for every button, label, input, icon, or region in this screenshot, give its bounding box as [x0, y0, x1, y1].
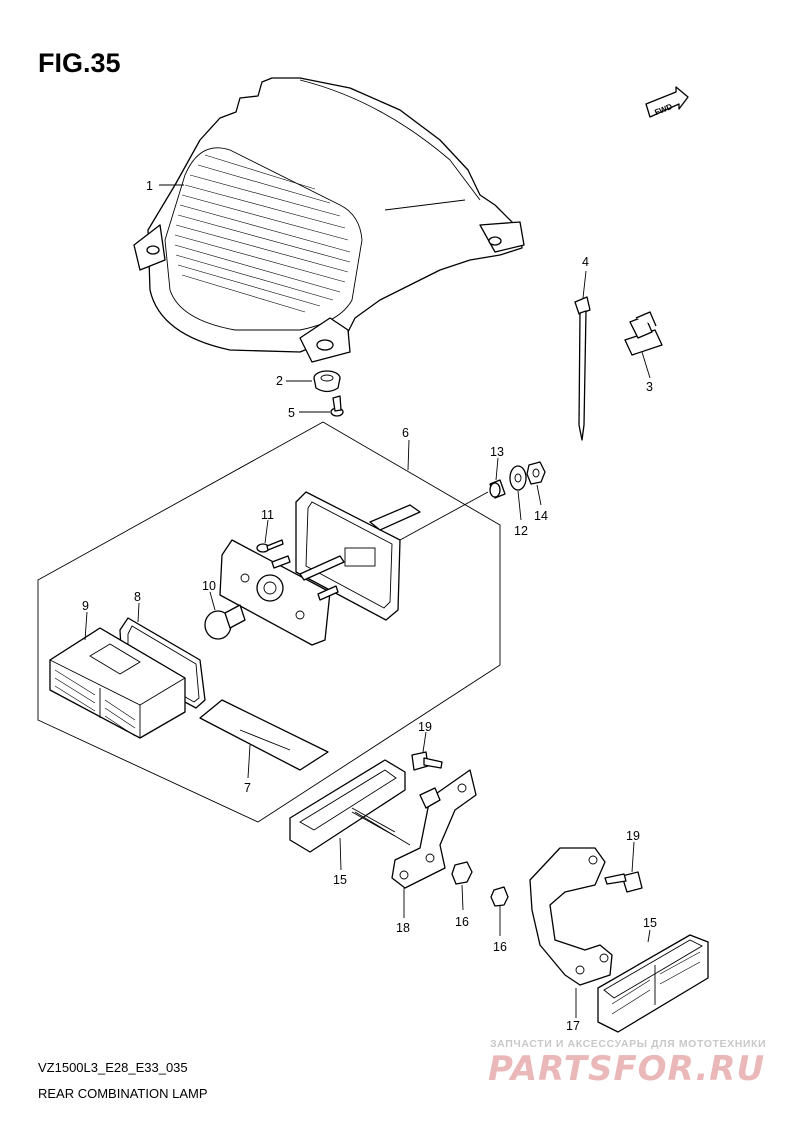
part-5-screw [330, 395, 344, 417]
license-lamp-lens [295, 491, 421, 621]
part-16-nut-lower [490, 886, 509, 907]
part-18-bracket [391, 769, 477, 889]
watermark-tagline: ЗАПЧАСТИ И АКСЕССУАРЫ ДЛЯ МОТОТЕХНИКИ [490, 1038, 767, 1050]
callout-2: 2 [276, 374, 283, 388]
reflector-right-pattern [611, 951, 701, 1015]
callout-17: 17 [566, 1019, 580, 1033]
callout-numbers: 1 2 3 4 5 6 7 8 9 10 11 12 13 14 15 15 1… [82, 179, 657, 1033]
part-3-clamp [624, 311, 663, 356]
callout-6: 6 [402, 426, 409, 440]
part-2-grommet [313, 370, 341, 393]
callout-15-right: 15 [643, 916, 657, 930]
callout-15-left: 15 [333, 873, 347, 887]
part-12-washer [509, 465, 527, 491]
part-11-screw [256, 539, 284, 553]
part-19-bolt-lower [604, 871, 643, 893]
callout-3: 3 [646, 380, 653, 394]
reflector-pattern [54, 669, 136, 737]
lamp-socket-holder [219, 539, 345, 646]
callout-14: 14 [534, 509, 548, 523]
part-17-bracket [529, 847, 613, 986]
part-14-nut [526, 461, 546, 485]
leader-lines [84, 184, 651, 1018]
callout-18: 18 [396, 921, 410, 935]
part-1-lamp-housing [133, 77, 525, 363]
callout-7: 7 [244, 781, 251, 795]
part-15-reflector-right [597, 934, 709, 1033]
callout-19-upper: 19 [418, 720, 432, 734]
part-6-assembly-frame [37, 421, 501, 823]
callout-9: 9 [82, 599, 89, 613]
callout-19-lower: 19 [626, 829, 640, 843]
part-10-bulb [204, 604, 246, 640]
part-19-bolt-upper [411, 751, 443, 771]
callout-4: 4 [582, 255, 589, 269]
callout-10: 10 [202, 579, 216, 593]
part-13-spacer [489, 479, 506, 499]
part-15-reflector-left [289, 759, 406, 853]
lens-ribs [174, 154, 351, 313]
part-9-reflector-lens [49, 627, 186, 739]
callout-13: 13 [490, 445, 504, 459]
callout-8: 8 [134, 590, 141, 604]
figure-title: FIG.35 [38, 48, 121, 78]
fwd-arrow-icon: FWD [645, 86, 689, 118]
part-7-plate [199, 699, 329, 771]
callout-16-upper: 16 [455, 915, 469, 929]
callout-1: 1 [146, 179, 153, 193]
part-4-cable-tie [574, 296, 591, 441]
callout-5: 5 [288, 406, 295, 420]
watermark-logo: PARTSFOR.RU [488, 1049, 766, 1089]
callout-11: 11 [261, 508, 274, 522]
callout-16-lower: 16 [493, 940, 507, 954]
diagram-code: VZ1500L3_E28_E33_035 [38, 1060, 188, 1075]
diagram-name: REAR COMBINATION LAMP [38, 1086, 208, 1101]
callout-12: 12 [514, 524, 528, 538]
part-16-nut-upper [451, 861, 473, 885]
